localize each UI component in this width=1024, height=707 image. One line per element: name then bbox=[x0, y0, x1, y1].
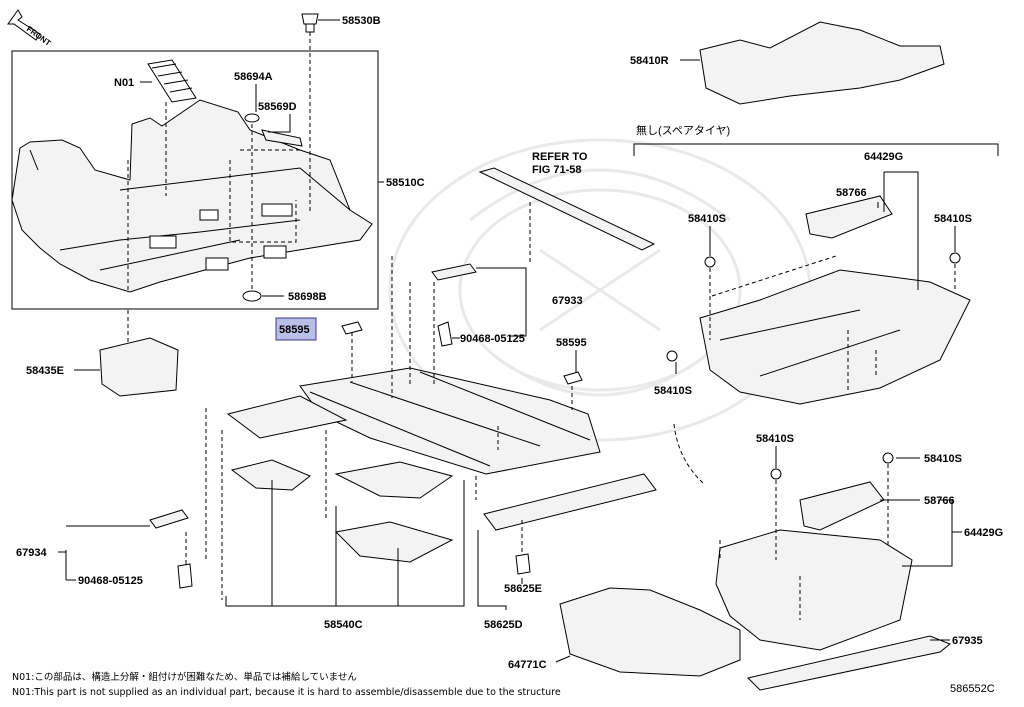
floor-carpet-box bbox=[11, 50, 379, 310]
label-67934[interactable]: 67934 bbox=[16, 547, 47, 559]
label-58410s-5[interactable]: 58410S bbox=[924, 453, 962, 465]
label-58410s-1[interactable]: 58410S bbox=[688, 213, 726, 225]
clip-58698b bbox=[242, 290, 262, 302]
leader-lines bbox=[58, 19, 999, 663]
deck-board-upper bbox=[699, 195, 971, 405]
highlight-58595[interactable] bbox=[275, 317, 317, 341]
clip-58410s-5 bbox=[882, 452, 894, 464]
clip-58410s-3 bbox=[666, 350, 678, 362]
clip-58410s-2 bbox=[949, 252, 961, 264]
part-58569d bbox=[261, 129, 303, 147]
deck-board-lower bbox=[715, 481, 913, 651]
label-67935[interactable]: 67935 bbox=[952, 635, 983, 647]
label-58595-highlighted[interactable]: 58595 bbox=[279, 324, 310, 336]
cover-67933 bbox=[431, 263, 477, 281]
rail-fig71-58 bbox=[478, 167, 656, 251]
label-90468-05125-lower[interactable]: 90468-05125 bbox=[78, 575, 143, 587]
down-arrow-icon bbox=[673, 423, 705, 485]
front-label: FRONT bbox=[25, 24, 53, 48]
label-90468-05125-upper[interactable]: 90468-05125 bbox=[460, 333, 525, 345]
clip-58694a bbox=[244, 113, 260, 123]
label-58698b[interactable]: 58698B bbox=[288, 291, 327, 303]
clip-90468-upper bbox=[437, 321, 453, 347]
floor-board-58540c bbox=[226, 367, 601, 563]
floor-carpet-drawing bbox=[11, 99, 373, 293]
clip-58410s-1 bbox=[704, 256, 716, 268]
label-58625d[interactable]: 58625D bbox=[484, 619, 523, 631]
label-n01[interactable]: N01 bbox=[114, 77, 134, 89]
pedal-pad-n01 bbox=[147, 59, 197, 103]
note-japanese: N01:この部品は、構造上分解・組付けが困難なため、単品では補給していません bbox=[12, 671, 357, 683]
label-58410s-4[interactable]: 58410S bbox=[756, 433, 794, 445]
tub-64771c bbox=[559, 587, 741, 677]
label-58766-lower[interactable]: 58766 bbox=[924, 495, 955, 507]
clip-58410s-4 bbox=[770, 468, 782, 480]
label-67933[interactable]: 67933 bbox=[552, 295, 583, 307]
label-58766-upper[interactable]: 58766 bbox=[836, 187, 867, 199]
tray-58410r bbox=[699, 21, 945, 105]
clip-90468-lower bbox=[177, 563, 193, 589]
label-58530b[interactable]: 58530B bbox=[342, 15, 381, 27]
label-58569d[interactable]: 58569D bbox=[258, 101, 297, 113]
strip-58625d bbox=[483, 473, 657, 531]
label-58595-right[interactable]: 58595 bbox=[556, 337, 587, 349]
label-58410s-2[interactable]: 58410S bbox=[934, 213, 972, 225]
plug-58595-right bbox=[563, 371, 583, 385]
label-58625e[interactable]: 58625E bbox=[504, 583, 542, 595]
label-64429g-upper[interactable]: 64429G bbox=[864, 151, 903, 163]
label-58694a[interactable]: 58694A bbox=[234, 71, 273, 83]
label-58410r[interactable]: 58410R bbox=[630, 55, 669, 67]
plug-58595-left bbox=[341, 321, 363, 335]
drawing-id: 586552C bbox=[950, 683, 995, 695]
note-english: N01:This part is not supplied as an indi… bbox=[12, 687, 561, 698]
clip-58625e bbox=[515, 553, 531, 575]
label-58540c[interactable]: 58540C bbox=[324, 619, 363, 631]
label-58510c[interactable]: 58510C bbox=[386, 177, 425, 189]
label-58435e[interactable]: 58435E bbox=[26, 365, 64, 377]
cover-67934 bbox=[149, 509, 189, 529]
refer-to-line1[interactable]: REFER TO bbox=[532, 151, 588, 163]
label-58410s-3[interactable]: 58410S bbox=[654, 385, 692, 397]
refer-to-line2[interactable]: FIG 71-58 bbox=[532, 164, 582, 176]
scuff-plate-67935 bbox=[747, 635, 951, 691]
pad-58435e bbox=[99, 337, 179, 397]
fastener-58530b bbox=[301, 13, 319, 33]
group-header: 無し(スペアタイヤ) bbox=[636, 123, 730, 137]
front-arrow-icon bbox=[7, 9, 41, 41]
label-64429g-lower[interactable]: 64429G bbox=[964, 527, 1003, 539]
label-64771c[interactable]: 64771C bbox=[508, 659, 547, 671]
